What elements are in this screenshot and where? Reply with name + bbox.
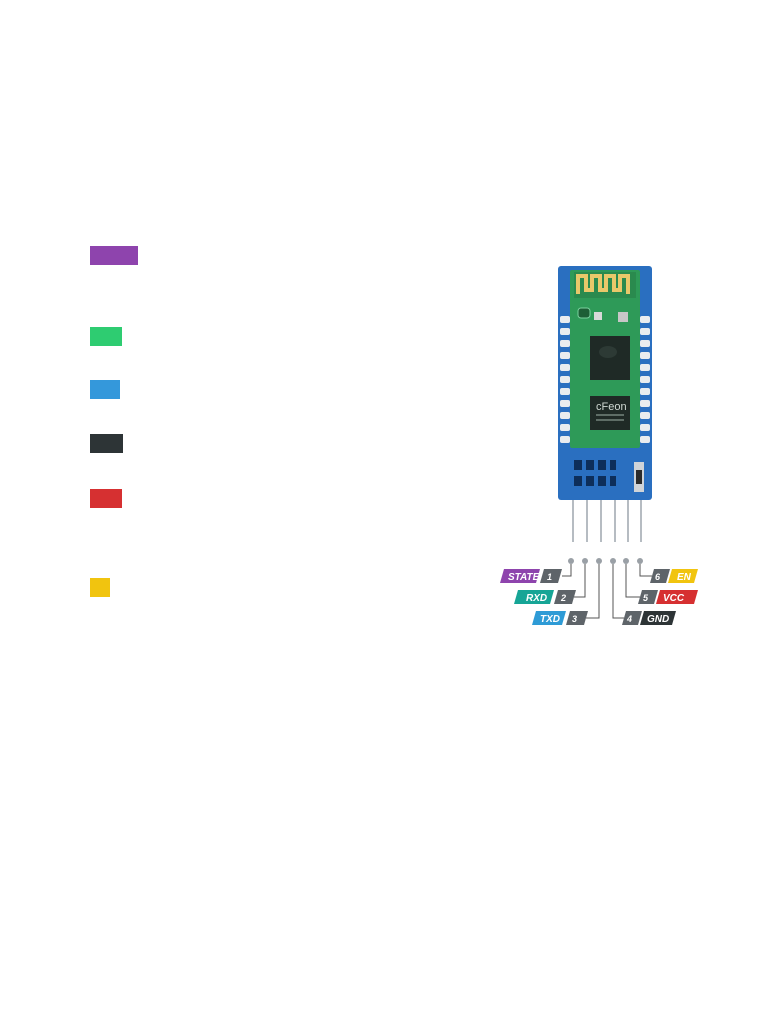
flash-chip	[590, 396, 630, 430]
pin-tag-state: STATE 1	[500, 569, 562, 583]
pin-tag-rxd: RXD 2	[514, 590, 576, 604]
legend-swatch-en	[90, 578, 110, 597]
pin-tag-gnd: 4 GND	[622, 611, 676, 625]
svg-text:1: 1	[547, 572, 552, 582]
legend-swatch-gnd	[90, 434, 123, 453]
legend-swatch-rxd	[90, 327, 122, 346]
svg-text:STATE: STATE	[508, 572, 540, 583]
header-pins	[572, 500, 642, 542]
pin-tag-vcc: 5 VCC	[638, 590, 698, 604]
svg-text:RXD: RXD	[526, 593, 547, 604]
svg-text:GND: GND	[647, 614, 669, 625]
svg-text:5: 5	[643, 593, 649, 603]
svg-text:2: 2	[560, 593, 566, 603]
pin-tag-txd: TXD 3	[532, 611, 588, 625]
legend-swatch-vcc	[90, 489, 122, 508]
svg-text:EN: EN	[677, 572, 692, 583]
antenna-trace	[576, 274, 630, 294]
svg-text:6: 6	[655, 572, 661, 582]
pin-tag-en: 6 EN	[650, 569, 698, 583]
legend-swatch-state	[90, 246, 138, 265]
chip-brand-text: cFeon	[596, 401, 627, 413]
legend-swatch-txd	[90, 380, 120, 399]
svg-text:4: 4	[626, 614, 632, 624]
bluetooth-module-diagram: cFeon	[490, 250, 734, 634]
bluetooth-chip	[590, 336, 630, 380]
svg-text:3: 3	[572, 614, 577, 624]
svg-text:TXD: TXD	[540, 614, 560, 625]
svg-text:VCC: VCC	[663, 593, 685, 604]
